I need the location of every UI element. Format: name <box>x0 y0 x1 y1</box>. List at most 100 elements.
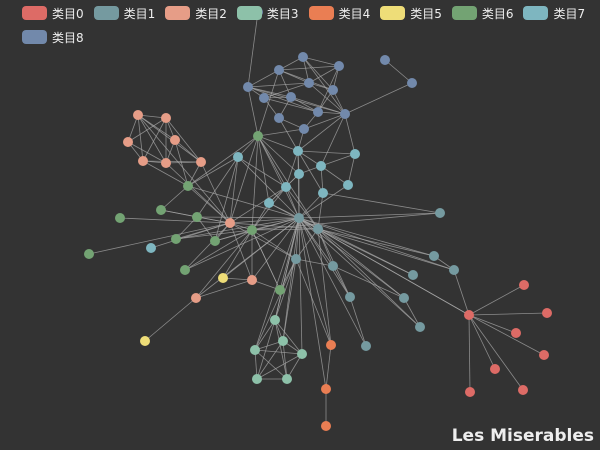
graph-node-category-6[interactable] <box>253 131 263 141</box>
graph-edge <box>229 186 287 224</box>
graph-node-category-7[interactable] <box>293 146 303 156</box>
graph-node-category-2[interactable] <box>138 156 148 166</box>
graph-node-category-4[interactable] <box>321 421 331 431</box>
graph-node-category-8[interactable] <box>286 92 296 102</box>
graph-node-category-8[interactable] <box>298 52 308 62</box>
graph-node-category-6[interactable] <box>210 236 220 246</box>
graph-node-category-8[interactable] <box>243 82 253 92</box>
graph-edge <box>274 319 288 380</box>
graph-node-category-7[interactable] <box>264 198 274 208</box>
graph-edge <box>302 56 340 67</box>
graph-node-category-8[interactable] <box>304 78 314 88</box>
graph-node-category-1[interactable] <box>345 292 355 302</box>
graph-node-category-8[interactable] <box>334 61 344 71</box>
graph-node-category-6[interactable] <box>183 181 193 191</box>
graph-node-category-1[interactable] <box>415 322 425 332</box>
graph-node-category-8[interactable] <box>274 65 284 75</box>
graph-node-category-8[interactable] <box>274 113 284 123</box>
graph-node-category-8[interactable] <box>340 109 350 119</box>
graph-node-category-1[interactable] <box>449 265 459 275</box>
legend-item-category-7[interactable]: 类目7 <box>523 4 585 22</box>
graph-node-category-7[interactable] <box>146 243 156 253</box>
legend-item-category-3[interactable]: 类目3 <box>236 4 299 22</box>
graph-node-category-6[interactable] <box>84 249 94 259</box>
graph-node-category-7[interactable] <box>233 152 243 162</box>
graph-node-category-1[interactable] <box>313 224 323 234</box>
graph-node-category-7[interactable] <box>281 182 291 192</box>
graph-node-category-3[interactable] <box>282 374 292 384</box>
graph-node-category-1[interactable] <box>399 293 409 303</box>
graph-edge <box>302 56 334 91</box>
graph-node-category-2[interactable] <box>225 218 235 228</box>
legend-item-category-5[interactable]: 类目5 <box>380 4 442 22</box>
graph-node-category-7[interactable] <box>318 188 328 198</box>
graph-node-category-8[interactable] <box>328 85 338 95</box>
legend-item-category-1[interactable]: 类目1 <box>93 4 155 22</box>
graph-node-category-3[interactable] <box>252 374 262 384</box>
graph-node-category-1[interactable] <box>361 341 371 351</box>
graph-node-category-2[interactable] <box>123 137 133 147</box>
graph-node-category-1[interactable] <box>408 270 418 280</box>
graph-node-category-0[interactable] <box>464 310 474 320</box>
legend-item-category-0[interactable]: 类目0 <box>22 4 84 22</box>
graph-node-category-6[interactable] <box>115 213 125 223</box>
graph-node-category-2[interactable] <box>247 275 257 285</box>
graph-node-category-4[interactable] <box>326 340 336 350</box>
graph-edge <box>468 314 545 356</box>
legend-item-category-4[interactable]: 类目4 <box>308 4 370 22</box>
graph-node-category-3[interactable] <box>270 315 280 325</box>
graph-node-category-5[interactable] <box>218 273 228 283</box>
graph-node-category-7[interactable] <box>343 180 353 190</box>
graph-edge <box>285 186 300 219</box>
graph-node-category-2[interactable] <box>170 135 180 145</box>
graph-node-category-1[interactable] <box>294 213 304 223</box>
graph-edge <box>317 228 435 257</box>
graph-node-category-6[interactable] <box>192 212 202 222</box>
graph-node-category-8[interactable] <box>299 124 309 134</box>
legend-item-category-6[interactable]: 类目6 <box>451 4 513 22</box>
graph-node-category-6[interactable] <box>171 234 181 244</box>
graph-node-category-1[interactable] <box>435 208 445 218</box>
graph-node-category-2[interactable] <box>161 158 171 168</box>
graph-node-category-2[interactable] <box>133 110 143 120</box>
graph-node-category-0[interactable] <box>511 328 521 338</box>
graph-edge <box>302 56 346 115</box>
graph-node-category-0[interactable] <box>542 308 552 318</box>
graph-node-category-0[interactable] <box>518 385 528 395</box>
graph-node-category-1[interactable] <box>328 261 338 271</box>
graph-node-category-6[interactable] <box>275 285 285 295</box>
graph-node-category-3[interactable] <box>297 349 307 359</box>
graph-node-category-3[interactable] <box>250 345 260 355</box>
graph-node-category-2[interactable] <box>196 157 206 167</box>
graph-node-category-1[interactable] <box>291 254 301 264</box>
graph-edge <box>274 319 303 355</box>
graph-node-category-8[interactable] <box>380 55 390 65</box>
graph-node-category-7[interactable] <box>294 169 304 179</box>
graph-node-category-4[interactable] <box>321 384 331 394</box>
legend-swatch <box>93 6 119 20</box>
graph-node-category-8[interactable] <box>407 78 417 88</box>
graph-node-category-6[interactable] <box>180 265 190 275</box>
graph-node-category-7[interactable] <box>350 149 360 159</box>
graph-node-category-0[interactable] <box>519 280 529 290</box>
graph-node-category-1[interactable] <box>429 251 439 261</box>
legend-item-category-2[interactable]: 类目2 <box>165 4 227 22</box>
graph-node-category-8[interactable] <box>259 93 269 103</box>
graph-node-category-0[interactable] <box>539 350 549 360</box>
graph-node-category-0[interactable] <box>465 387 475 397</box>
graph-node-category-6[interactable] <box>247 225 257 235</box>
graph-node-category-0[interactable] <box>490 364 500 374</box>
graph-node-category-6[interactable] <box>156 205 166 215</box>
graph-edge <box>317 228 421 328</box>
graph-node-category-7[interactable] <box>316 161 326 171</box>
legend-item-category-8[interactable]: 类目8 <box>22 28 84 46</box>
graph-edge <box>165 162 231 224</box>
graph-node-category-5[interactable] <box>140 336 150 346</box>
graph-node-category-2[interactable] <box>191 293 201 303</box>
graph-node-category-2[interactable] <box>161 113 171 123</box>
graph-node-category-8[interactable] <box>313 107 323 117</box>
graph-edge <box>325 344 332 390</box>
graph-edge <box>251 135 259 231</box>
graph-node-category-3[interactable] <box>278 336 288 346</box>
